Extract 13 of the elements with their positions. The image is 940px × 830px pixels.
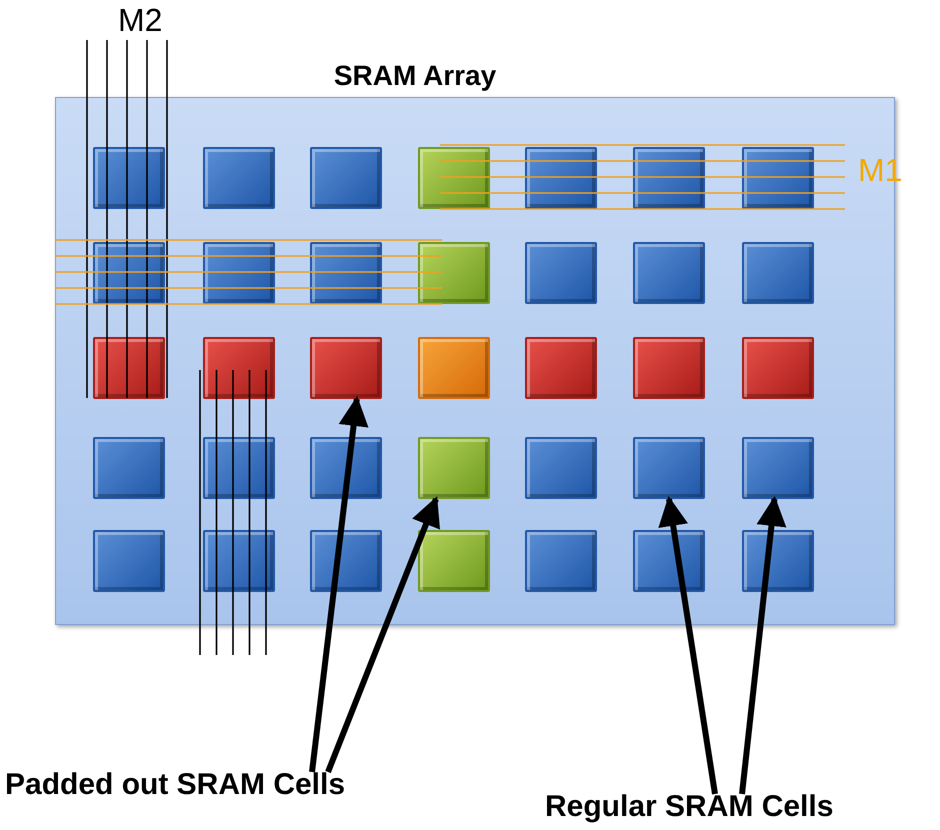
metal-layer-label: M2 [118,2,162,39]
arrow [309,396,368,772]
metal-layer-label: M1 [858,152,902,189]
callout-text: Padded out SRAM Cells [5,768,346,802]
array-title: SRAM Array [332,60,498,92]
memory-cell [418,437,490,499]
arrow [658,496,718,794]
memory-cell [633,437,705,499]
arrow [739,496,786,794]
callout-text: Regular SRAM Cells [545,790,834,824]
memory-cell [310,337,382,399]
memory-cell [742,437,814,499]
arrow [325,496,440,774]
